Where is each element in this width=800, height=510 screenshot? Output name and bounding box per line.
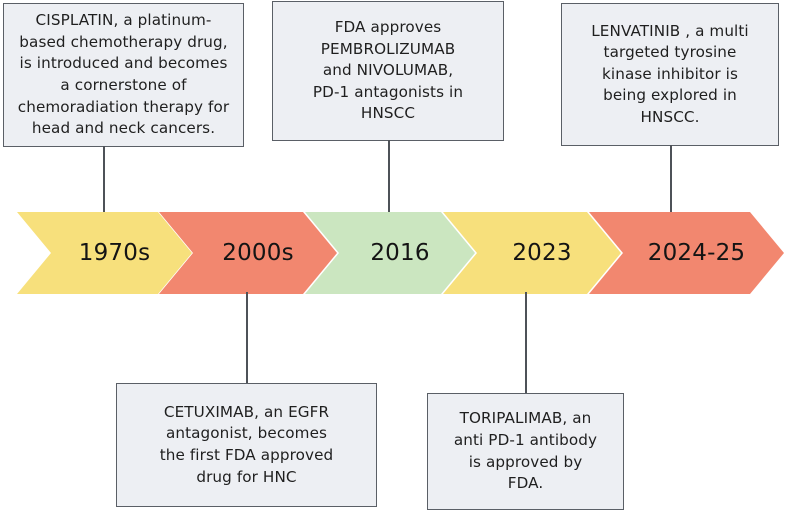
callout-text-toripalimab: TORIPALIMAB, an anti PD-1 antibody is ap…	[453, 409, 598, 493]
connector-line-pembrolizumab	[388, 140, 390, 213]
timeline-bar: 1970s 2000s 2016 2023 2024-25	[0, 212, 800, 294]
callout-box-toripalimab: TORIPALIMAB, an anti PD-1 antibody is ap…	[427, 393, 624, 510]
timeline-milestone-label: 1970s	[78, 240, 151, 266]
callout-text-cetuximab: CETUXIMAB, an EGFR antagonist, becomes t…	[159, 402, 334, 486]
callout-box-cisplatin: CISPLATIN, a platinum- based chemotherap…	[3, 3, 244, 147]
timeline-milestone-1970s[interactable]: 1970s	[17, 212, 192, 294]
callout-box-lenvatinib: LENVATINIB , a multi targeted tyrosine k…	[561, 3, 779, 146]
connector-line-cisplatin	[103, 146, 105, 213]
callout-box-pembrolizumab: FDA approves PEMBROLIZUMAB and NIVOLUMAB…	[272, 1, 504, 141]
callout-text-pembrolizumab: FDA approves PEMBROLIZUMAB and NIVOLUMAB…	[312, 18, 464, 123]
connector-line-cetuximab	[246, 292, 248, 384]
timeline-milestone-label: 2000s	[222, 240, 294, 266]
timeline-milestone-2024-25[interactable]: 2024-25	[589, 212, 784, 294]
connector-line-toripalimab	[525, 292, 527, 394]
callout-text-cisplatin: CISPLATIN, a platinum- based chemotherap…	[17, 11, 230, 138]
callout-text-lenvatinib: LENVATINIB , a multi targeted tyrosine k…	[591, 21, 749, 126]
timeline-milestone-label: 2016	[370, 240, 430, 266]
timeline-milestone-label: 2023	[512, 240, 572, 266]
callout-box-cetuximab: CETUXIMAB, an EGFR antagonist, becomes t…	[116, 383, 377, 507]
connector-line-lenvatinib	[670, 145, 672, 213]
timeline-milestone-label: 2024-25	[647, 240, 746, 266]
